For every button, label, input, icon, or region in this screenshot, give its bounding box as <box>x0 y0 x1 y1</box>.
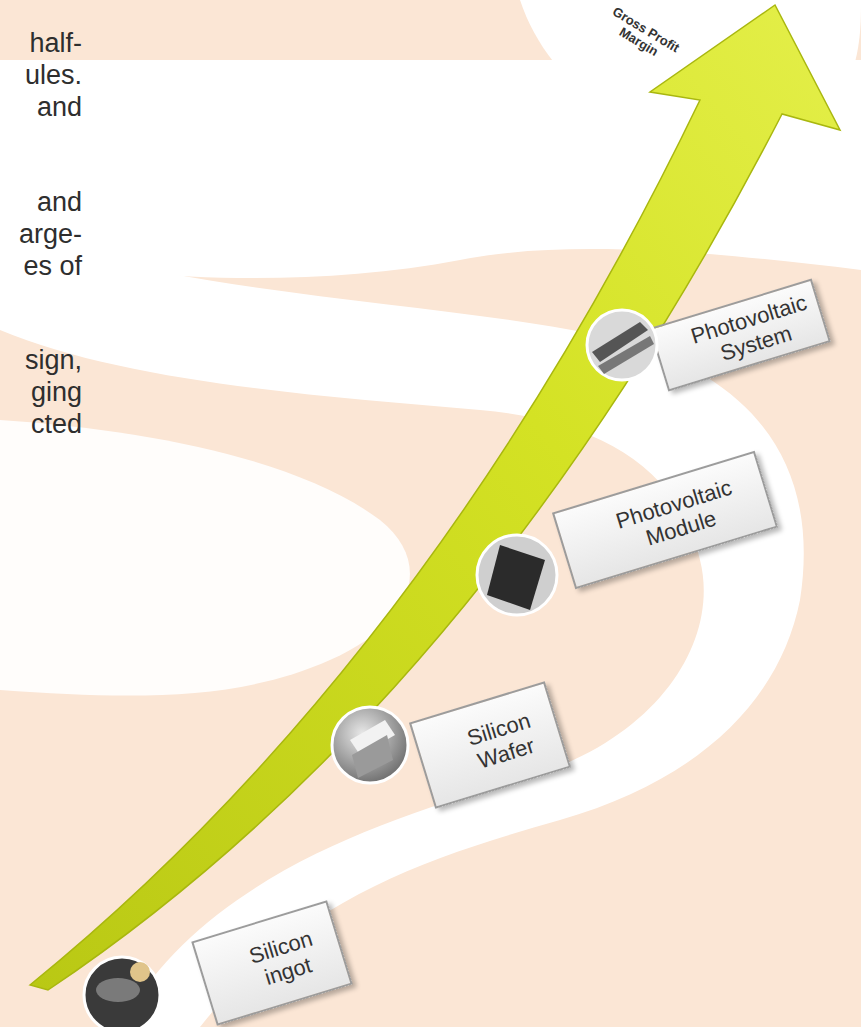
system-photo <box>587 310 657 380</box>
stage-label: Photovoltaic System <box>686 289 819 374</box>
cut-off-text: and <box>37 92 82 123</box>
cut-off-text: half- <box>29 28 82 59</box>
stage-label: Silicon ingot <box>231 921 338 997</box>
stage-label: Photovoltaic Module <box>591 468 765 565</box>
cut-off-text: ules. <box>25 60 82 91</box>
stage-box: Silicon Wafer <box>409 681 571 809</box>
cut-off-text: and <box>37 187 82 218</box>
cut-off-text: ging <box>31 377 82 408</box>
cut-off-text: sign, <box>25 345 82 376</box>
stage-box: Photovoltaic System <box>649 279 831 392</box>
stage-box: Photovoltaic Module <box>552 451 778 589</box>
stage-box: Silicon ingot <box>191 900 353 1026</box>
background-swoosh <box>0 420 410 696</box>
cut-off-text: cted <box>31 409 82 440</box>
cut-off-text: arge- <box>19 219 82 250</box>
arrow-label: Gross Profit Margin <box>595 0 689 72</box>
stage-label: Silicon Wafer <box>449 703 556 779</box>
cut-off-text: es of <box>23 251 82 282</box>
ingot-photo <box>84 957 160 1027</box>
growth-arrow <box>30 5 840 990</box>
module-photo <box>477 535 557 615</box>
wafer-photo <box>332 707 408 783</box>
